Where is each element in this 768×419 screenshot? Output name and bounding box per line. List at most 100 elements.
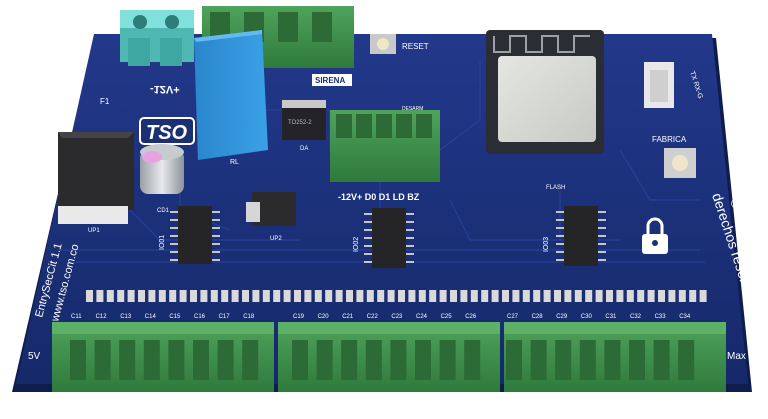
capacitor-label: C18 [243,314,255,320]
terminal-slot [653,340,670,380]
power-connector [120,10,194,66]
smd-resistor [252,290,260,302]
terminal-number: 06 [192,399,209,414]
terminal-number: 09 [291,399,308,414]
terminal-slot [439,340,456,380]
to252-chip [282,100,326,140]
terminal-number: 23 [653,399,670,414]
chip-label: TO252-2 [288,120,312,126]
regulator-up2 [246,192,296,226]
smd-resistor [273,290,281,302]
terminal-number: 05 [167,399,184,414]
smd-resistor [533,290,541,302]
power-label: -12V+ [150,83,180,95]
fuse-label: F1 [100,97,110,106]
relay-label: RL [230,159,239,166]
smd-resistor [138,290,145,302]
capacitor-label: C13 [120,314,132,320]
capacitor-label: C29 [556,314,568,320]
brand-text: TSO [146,122,188,144]
terminal-slots [70,340,695,380]
smd-resistor [294,290,301,302]
terminal-slot [464,340,481,380]
terminal-slot [678,340,695,380]
smd-resistor [117,290,125,302]
factory-button[interactable] [664,148,696,178]
capacitor-label: C30 [581,314,593,320]
terminal-number: 14 [414,399,431,414]
regulator-up1 [58,132,134,224]
terminal-slot [143,340,160,380]
factory-label: FABRICA [652,135,687,144]
capacitor-label: C22 [367,314,379,320]
smd-resistor [200,290,208,302]
terminal-slot [292,340,308,380]
terminal-slot [530,340,547,380]
smd-resistor [325,290,333,302]
smd-resistor [502,290,509,302]
smd-resistor [158,290,166,302]
terminal-slot [316,340,333,380]
smd-resistor [190,290,197,302]
terminal-number: 13 [389,399,406,414]
smd-resistor [127,290,135,302]
capacitor-label: C14 [145,314,157,320]
smd-resistor [418,290,426,302]
smd-resistor [450,290,457,302]
capacitor-label: C20 [318,314,330,320]
diode-label: DA [300,146,308,152]
terminal-slot [629,340,645,380]
smd-resistor [429,290,437,302]
brand-logo: TSO [139,117,195,145]
smd-resistor [169,290,177,302]
terminal-number: 02 [94,399,111,414]
resistor-row [86,290,707,302]
smd-resistor [346,290,353,302]
smd-resistor [439,290,447,302]
io-label: -12V+ D0 D1 LD BZ [338,192,420,202]
smd-resistor [106,290,114,302]
ic-io02 [364,208,414,268]
capacitor-label: C25 [441,314,453,320]
terminal-slot [555,340,572,380]
smd-resistor [221,290,229,302]
reset-button[interactable] [370,34,396,54]
smd-resistor [210,290,218,302]
ic1-label: IO01 [159,235,166,250]
capacitor-label: C12 [96,314,108,320]
terminal-slot [168,340,185,380]
smd-resistor [96,290,104,302]
smd-resistor [481,290,489,302]
terminal-slot [119,340,136,380]
terminal-number: 18 [530,399,547,414]
smd-resistor [377,290,385,302]
terminal-number: 16 [463,399,480,414]
smd-resistor [86,290,93,302]
terminal-number: 04 [143,399,160,414]
capacitor-label: C24 [416,314,428,320]
terminal-number: 19 [554,399,571,414]
terminal-number: 21 [603,399,620,414]
terminal-number: 03 [118,399,135,414]
terminal-number: 11 [340,399,357,414]
capacitor-label: C17 [219,314,231,320]
smd-resistor [387,290,395,302]
smd-resistor [595,290,603,302]
smd-resistor [491,290,499,302]
cap-label: CD1 [157,208,170,214]
terminal-slot [94,340,111,380]
smd-resistor [283,290,291,302]
reset-label: RESET [402,42,429,51]
capacitor-label: C27 [507,314,519,320]
terminal-number: 24 [677,399,694,414]
desarm-label: DESARM [402,106,423,112]
smd-resistor [668,290,676,302]
terminal-number: 10 [316,399,333,414]
terminal-slot [415,340,431,380]
up1-label: UP1 [88,228,100,234]
terminal-slot [217,340,234,380]
smd-resistor [356,290,364,302]
